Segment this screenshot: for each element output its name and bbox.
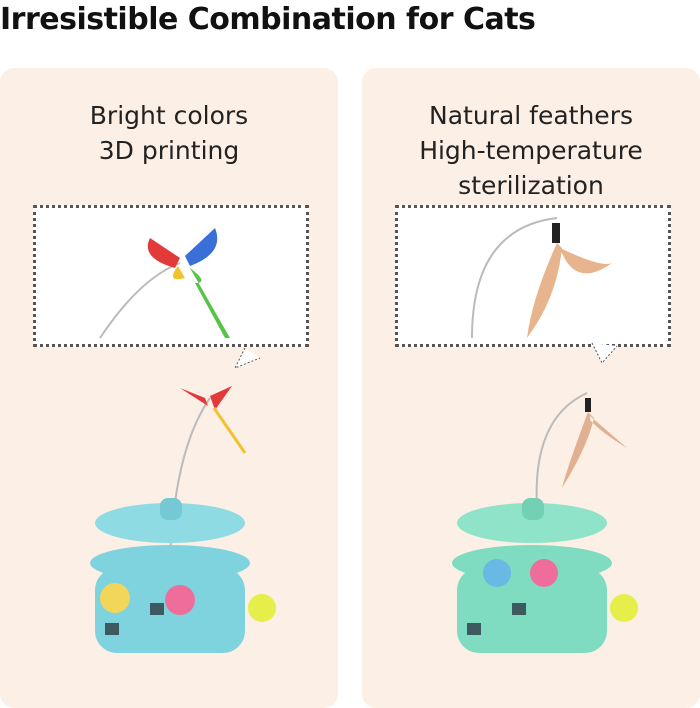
butterfly-toy-illustration — [90, 228, 276, 653]
toy-base — [90, 498, 276, 653]
caption-line: sterilization — [458, 171, 604, 200]
caption-line: High-temperature — [419, 136, 643, 165]
butterfly-icon — [147, 228, 230, 338]
caption-line: 3D printing — [98, 136, 240, 165]
caption-line: Natural feathers — [429, 101, 633, 130]
caption-line: Bright colors — [89, 101, 249, 130]
feather-toy-illustration — [452, 217, 638, 653]
panel-caption: Bright colors 3D printing — [0, 98, 338, 168]
panel-feather: Natural feathers High-temperature steril… — [362, 68, 700, 708]
panel-butterfly: Bright colors 3D printing — [0, 68, 338, 708]
zoom-callout — [33, 205, 309, 347]
feather-icon — [527, 243, 612, 338]
panel-caption: Natural feathers High-temperature steril… — [362, 98, 700, 203]
toy-base — [452, 498, 638, 653]
page-title: Irresistible Combination for Cats — [0, 2, 536, 37]
